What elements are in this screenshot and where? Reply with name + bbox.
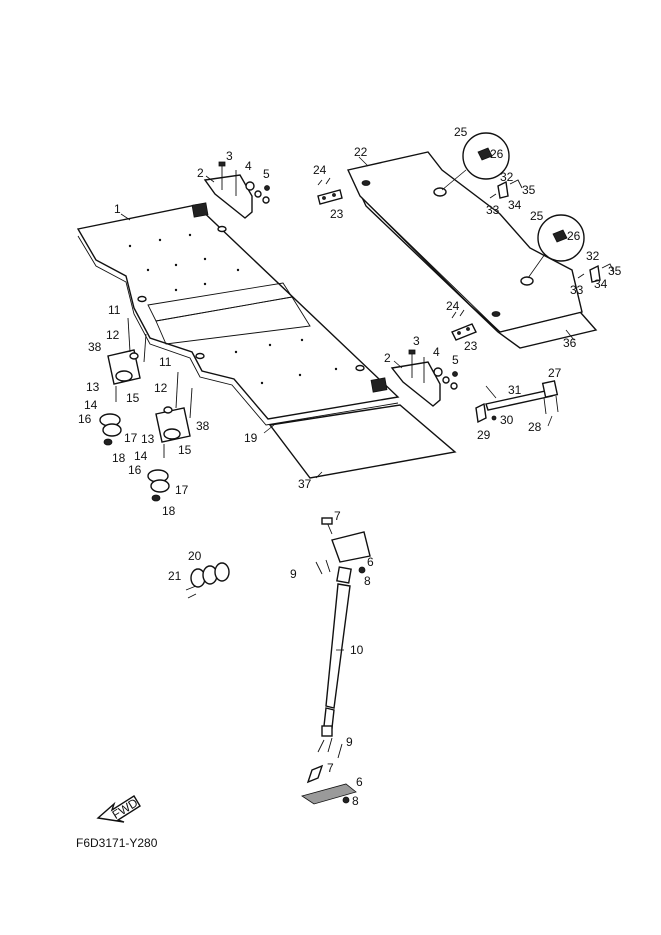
callout-38: 38	[88, 340, 102, 354]
callout-37: 37	[298, 477, 312, 491]
diagram-code: F6D3171-Y280	[76, 836, 158, 850]
callout-34: 34	[594, 277, 608, 291]
callout-26: 26	[567, 229, 581, 243]
callout-21: 21	[168, 569, 182, 583]
callout-30: 30	[500, 413, 514, 427]
callout-29: 29	[477, 428, 491, 442]
callout-18: 18	[112, 451, 126, 465]
fastener-set-lower	[577, 263, 615, 283]
callout-31: 31	[508, 383, 522, 397]
rubber-mount-right	[147, 371, 193, 502]
callout-34: 34	[508, 198, 522, 212]
callout-28: 28	[528, 420, 542, 434]
callout-25: 25	[454, 125, 468, 139]
callout-2: 2	[384, 351, 391, 365]
callout-35: 35	[522, 183, 536, 197]
clip-set-20	[185, 562, 230, 599]
callout-12: 12	[106, 328, 120, 342]
callout-17: 17	[124, 431, 138, 445]
callout-15: 15	[178, 443, 192, 457]
callout-27: 27	[548, 366, 562, 380]
callout-13: 13	[86, 380, 100, 394]
callout-1: 1	[114, 202, 121, 216]
gas-strut-10	[301, 517, 371, 805]
callout-38: 38	[196, 419, 210, 433]
leader-lines	[120, 156, 575, 651]
callout-18: 18	[162, 504, 176, 518]
callout-5: 5	[452, 353, 459, 367]
callout-7: 7	[334, 509, 341, 523]
main-panel-1	[76, 202, 400, 426]
callout-5: 5	[263, 167, 270, 181]
callout-14: 14	[84, 398, 98, 412]
callout-9: 9	[346, 735, 353, 749]
hinge-assembly-top	[203, 161, 270, 219]
callout-7: 7	[327, 761, 334, 775]
callout-6: 6	[356, 775, 363, 789]
support-rod-31	[475, 380, 559, 424]
callout-22: 22	[354, 145, 368, 159]
callout-14: 14	[134, 449, 148, 463]
callout-19: 19	[244, 431, 258, 445]
callout-24: 24	[313, 163, 327, 177]
callout-8: 8	[364, 574, 371, 588]
callout-12: 12	[154, 381, 168, 395]
rubber-mount-left	[99, 317, 147, 446]
callout-9: 9	[290, 567, 297, 581]
latch-23-mid	[451, 309, 477, 341]
mat-37	[268, 404, 457, 479]
callout-16: 16	[128, 463, 142, 477]
callout-26: 26	[490, 147, 504, 161]
fastener-set-upper	[489, 179, 523, 199]
detail-circle-26a	[441, 132, 510, 191]
callout-labels: 1 2 2 3 3 4 4 5 5 6 6 7 7 8 8 9 9 10 11 …	[78, 125, 622, 808]
callout-23: 23	[330, 207, 344, 221]
fwd-arrow-icon: FWD	[96, 795, 141, 823]
callout-6: 6	[367, 555, 374, 569]
callout-20: 20	[188, 549, 202, 563]
callout-4: 4	[245, 159, 252, 173]
callout-33: 33	[570, 283, 584, 297]
callout-2: 2	[197, 166, 204, 180]
latch-23-top	[317, 177, 343, 205]
hinge-assembly-mid	[390, 349, 458, 407]
callout-8: 8	[352, 794, 359, 808]
callout-23: 23	[464, 339, 478, 353]
callout-11: 11	[108, 303, 121, 317]
callout-10: 10	[350, 643, 364, 657]
callout-32: 32	[586, 249, 600, 263]
right-panel-22	[347, 151, 598, 349]
callout-17: 17	[175, 483, 189, 497]
callout-3: 3	[226, 149, 233, 163]
callout-15: 15	[126, 391, 140, 405]
callout-36: 36	[563, 336, 577, 350]
callout-16: 16	[78, 412, 92, 426]
detail-circle-26b	[527, 214, 585, 279]
callout-32: 32	[500, 170, 514, 184]
callout-24: 24	[446, 299, 460, 313]
callout-35: 35	[608, 264, 622, 278]
callout-25: 25	[530, 209, 544, 223]
callout-4: 4	[433, 345, 440, 359]
callout-33: 33	[486, 203, 500, 217]
callout-11: 11	[159, 355, 172, 369]
callout-3: 3	[413, 334, 420, 348]
callout-13: 13	[141, 432, 155, 446]
